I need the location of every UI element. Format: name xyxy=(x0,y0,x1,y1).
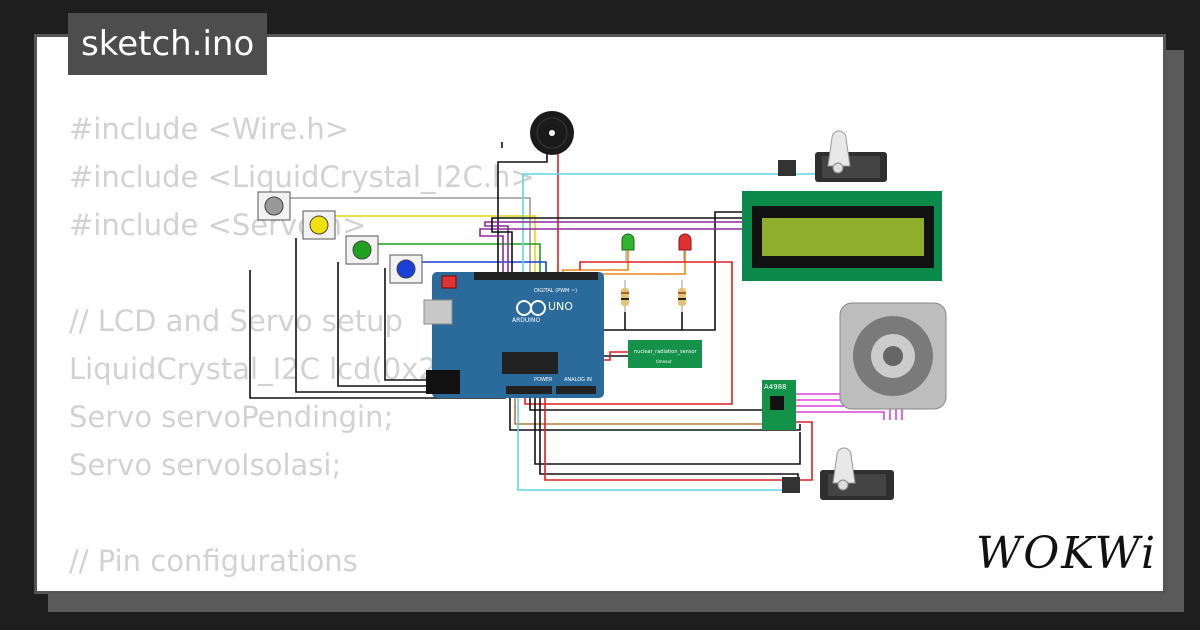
wire-yellow xyxy=(333,215,536,278)
driver-label: A4988 xyxy=(764,383,787,391)
wire-purple xyxy=(484,221,760,278)
wire-red xyxy=(552,144,559,278)
wire-black xyxy=(509,395,801,431)
pushbutton-green[interactable] xyxy=(345,235,379,265)
code-line: // Pin configurations xyxy=(69,544,358,578)
file-tab[interactable]: sketch.ino xyxy=(68,13,268,75)
code-line: // LCD and Servo setup xyxy=(69,304,403,338)
arduino-digital-label: DIGITAL (PWM ~) xyxy=(534,288,577,294)
wire-black xyxy=(534,395,801,465)
led-green[interactable] xyxy=(621,233,635,262)
code-line: #include <Wire.h> xyxy=(69,112,350,146)
stepper-motor[interactable] xyxy=(839,302,947,410)
arduino-analog-label: ANALOG IN xyxy=(564,377,592,383)
wire-pink xyxy=(796,411,885,420)
a4988-driver[interactable]: A4988 xyxy=(762,380,796,430)
arduino-power-label: POWER xyxy=(534,377,553,383)
code-line: Servo servoPendingin; xyxy=(69,400,394,434)
code-line: Servo servoIsolasi; xyxy=(69,448,342,482)
wire-red xyxy=(600,351,628,361)
pushbutton-blue[interactable] xyxy=(389,254,423,284)
arduino-model-label: UNO xyxy=(548,300,573,313)
wire-green xyxy=(376,243,541,278)
wire-gray xyxy=(290,197,531,278)
resistor[interactable] xyxy=(621,280,629,312)
code-editor[interactable]: #include <Wire.h> #include <LiquidCrysta… xyxy=(69,105,569,591)
wire-black xyxy=(539,395,799,480)
servo-motor[interactable] xyxy=(782,447,894,500)
wire-black xyxy=(529,395,762,411)
wire-red xyxy=(524,261,733,405)
pushbutton-gray[interactable] xyxy=(257,191,291,221)
sensor-name-label: nuclear_radiation_sensor xyxy=(634,349,698,355)
code-line: #include <Servo.h> xyxy=(69,208,367,242)
wire-red xyxy=(544,395,813,481)
arduino-brand-label: ARDUINO xyxy=(512,317,541,324)
wokwi-logo: WOKWi xyxy=(976,528,1158,579)
arduino-uno-board[interactable]: UNO ARDUINO DIGITAL (PWM ~) POWER ANALOG… xyxy=(423,272,604,398)
pushbutton-yellow[interactable] xyxy=(302,210,336,240)
buzzer[interactable] xyxy=(530,111,574,155)
wire-black xyxy=(491,217,760,278)
led-red[interactable] xyxy=(678,233,692,262)
wire-brown xyxy=(514,395,762,425)
radiation-sensor-module[interactable]: nuclear_radiation_sensor timeout xyxy=(628,340,702,368)
code-line: #include <LiquidCrystal_I2C.h> xyxy=(69,160,535,194)
wire-purple xyxy=(479,228,760,278)
resistor[interactable] xyxy=(678,280,686,312)
lcd-display[interactable] xyxy=(742,191,942,281)
servo-motor[interactable] xyxy=(778,130,887,182)
sensor-sub-label: timeout xyxy=(656,359,672,364)
